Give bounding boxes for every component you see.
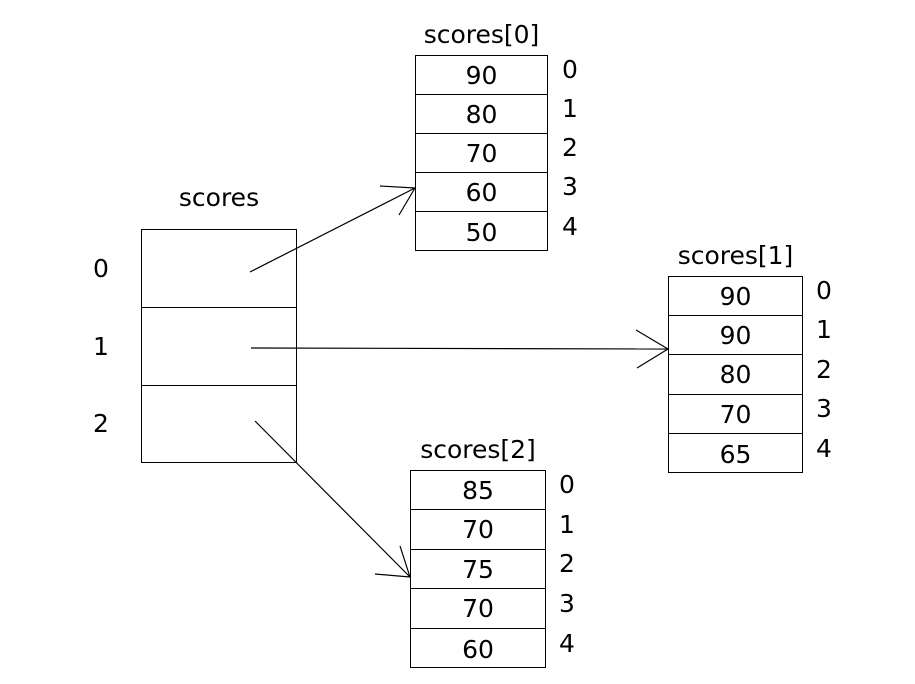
array-1-box: 90 90 80 70 65 [668,276,803,473]
array-0-index-3: 3 [562,172,578,201]
pointer-cell-0[interactable] [142,230,296,308]
array-0-cell-1[interactable]: 80 [416,95,547,134]
array-2-index-4: 4 [559,628,575,658]
arrow-to-scores-1-icon [250,329,669,369]
array-2-index-2: 2 [559,549,575,578]
pointer-array-index-column: 0 1 2 [93,229,123,463]
array-1-cell-0[interactable]: 90 [669,277,802,316]
array-2-cell-1[interactable]: 70 [411,510,545,550]
pointer-cell-1[interactable] [142,308,296,386]
array-0-index-1: 1 [562,94,578,123]
array-2-cell-3[interactable]: 70 [411,589,545,629]
array-2-index-column: 0 1 2 3 4 [559,465,589,663]
pointer-array-title: scores [178,183,260,212]
array-2-title: scores[2] [420,435,536,464]
pointer-array-box [141,229,297,463]
array-2-index-3: 3 [559,588,575,618]
pointer-index-0: 0 [93,253,109,283]
pointer-index-1: 1 [93,331,109,361]
array-1-cell-4[interactable]: 65 [719,439,752,469]
array-0-index-column: 0 1 2 3 4 [562,50,592,246]
array-1-cell-3[interactable]: 70 [669,395,802,434]
array-1-cell-2[interactable]: 80 [669,355,802,395]
array-1-cell-1[interactable]: 90 [669,316,802,355]
array-1-index-3: 3 [816,394,832,423]
array-0-cell-2[interactable]: 70 [416,134,547,173]
array-1-index-4: 4 [816,433,832,463]
array-1-index-0: 0 [816,276,832,305]
array-0-index-4: 4 [562,211,578,241]
array-2-index-1: 1 [559,509,575,539]
array-0-index-0: 0 [562,55,578,84]
array-2-cell-2[interactable]: 75 [411,550,545,589]
array-1-index-1: 1 [816,315,832,344]
array-0-box: 90 80 70 60 50 [415,55,548,251]
array-2-cell-4[interactable]: 60 [462,634,494,664]
array-1-title: scores[1] [677,241,794,270]
array-0-title: scores[0] [423,20,540,49]
array-2-index-0: 0 [559,470,575,499]
array-0-cell-4[interactable]: 50 [465,217,498,247]
array-2-box: 85 70 75 70 60 [410,470,546,668]
array-0-cell-0[interactable]: 90 [416,56,547,95]
pointer-index-2: 2 [93,408,109,438]
array-2-cell-0[interactable]: 85 [411,471,545,510]
array-1-index-2: 2 [816,354,832,384]
array-1-index-column: 0 1 2 3 4 [816,271,846,468]
array-0-index-2: 2 [562,133,578,162]
array-0-cell-3[interactable]: 60 [416,173,547,212]
pointer-cell-2[interactable] [142,386,296,462]
